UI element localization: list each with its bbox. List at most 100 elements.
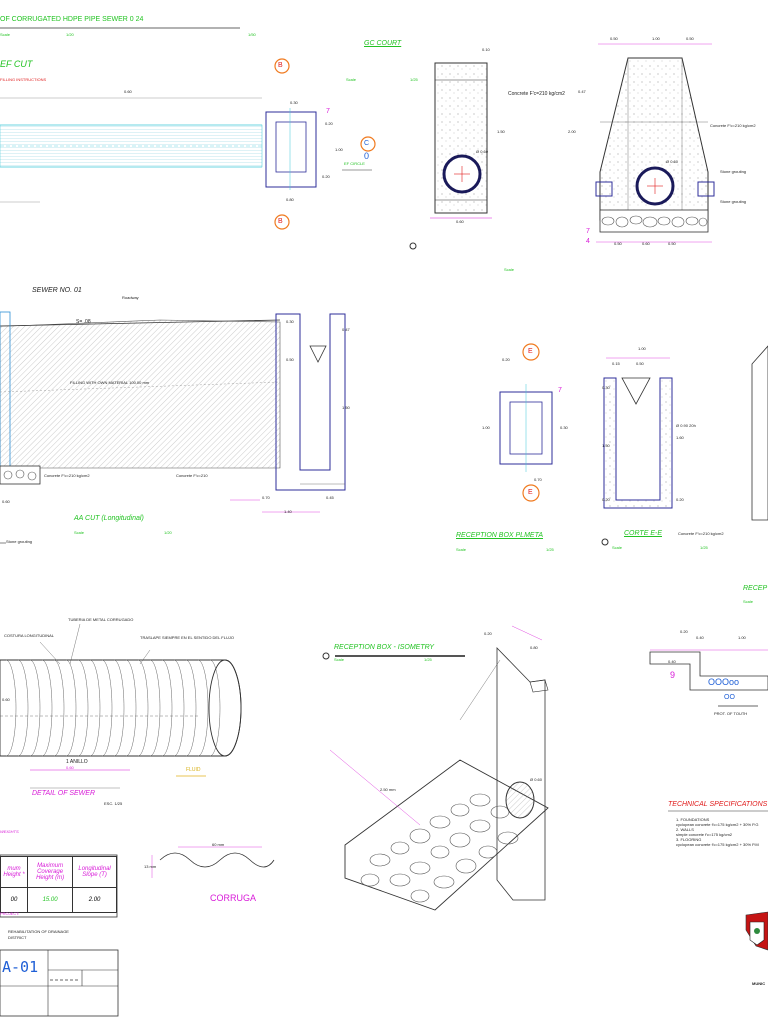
dim-ef-4: 0.20 xyxy=(322,174,330,179)
scale-value-1: 1/20 xyxy=(66,32,74,37)
aa-concrete-label-2: Concrete F'c=210 xyxy=(176,473,208,478)
spec-value-3: 2.00 xyxy=(72,887,117,913)
tuberia-label: TUBERIA DE METAL CORRUGADO xyxy=(68,617,134,622)
trap-dim-1: 0.50 xyxy=(610,36,618,41)
corruga-wave xyxy=(151,846,275,878)
sec9-dim-2: 0.40 xyxy=(696,635,704,640)
sheet-code: A-01 xyxy=(2,958,39,976)
ee-dim-6: 0.20 xyxy=(602,497,610,502)
anillo-label: 1 ANILLO xyxy=(66,759,88,765)
scale-label-6: Scale xyxy=(612,545,623,550)
tech-spec-4: simple concrete f'c=175 kg/cm2 xyxy=(676,832,733,837)
trap-stone-1: Stone grouting xyxy=(720,169,747,174)
aa-cut-drawing xyxy=(0,311,346,544)
ef-circle-label: EF CIRCLE xyxy=(344,161,365,166)
costura-label: COSTURA LONGITUDINAL xyxy=(4,633,55,638)
ee-dim-top: 1.00 xyxy=(638,346,646,351)
dim-ef-5: 0.80 xyxy=(286,197,294,202)
scale-value-5: 1/25 xyxy=(546,547,554,552)
trap-dim-6: 0.50 xyxy=(614,241,622,246)
gc-court-title: GC COURT xyxy=(364,40,402,47)
filling-material-label: FILLING WITH OWN MATERIAL 100.00 mm xyxy=(70,380,150,385)
title-block-frame xyxy=(0,949,119,1017)
ee-concrete-label: Concrete F'c=210 kg/cm2 xyxy=(678,531,724,536)
main-title: OF CORRUGATED HDPE PIPE SEWER 0 24 xyxy=(0,16,144,23)
tech-spec-3: 2. WALLS xyxy=(676,827,694,832)
project-line2: DISTRICT xyxy=(8,935,27,940)
aa-cut-title: AA CUT (Longitudinal) xyxy=(74,515,144,522)
reception-box-plumeta-drawing xyxy=(499,343,553,502)
aa-dim-1: 0.60 xyxy=(2,499,10,504)
reception-box-plumeta-title: RECEPTION BOX PLMETA xyxy=(456,532,543,539)
spec-header-2: Maximum Coverage Height (m) xyxy=(27,856,74,888)
tech-spec-5: 3. FLOORING xyxy=(676,837,702,842)
sec9-dim-4: 0.40 xyxy=(668,659,676,664)
spec-header-3: Longitudinal Slope (T) xyxy=(72,856,117,888)
oo-label: OO xyxy=(724,694,735,701)
dim-ef-top: 0.60 xyxy=(124,89,132,94)
section-9-drawing xyxy=(649,649,768,707)
aa-stone-label: Stone grouting xyxy=(6,539,33,544)
roadway-label: Roadway xyxy=(122,295,139,300)
scale-label-7: Scale xyxy=(743,599,754,604)
scale-label-5: Scale xyxy=(456,547,467,552)
project-line1: REHABILITATION OF DRAINAGE xyxy=(8,929,69,934)
plm-dim-3: 0.20 xyxy=(502,357,510,362)
scale-value-8: 1/25 xyxy=(424,657,432,662)
tech-spec-2: cyclopean concrete f'c=175 kg/cm2 + 30% … xyxy=(676,822,759,827)
aa-dim-5: 0.47 xyxy=(342,327,350,332)
ee-dim-1: 0.15 xyxy=(612,361,620,366)
weights-label: WEIGHTS xyxy=(0,829,19,834)
spec-value-2: 15.00 xyxy=(27,887,74,913)
plm-dim-4: 0.70 xyxy=(534,477,542,482)
isometry-title: RECEPTION BOX - ISOMETRY xyxy=(334,644,435,651)
dim-ef-1: 0.30 xyxy=(290,100,298,105)
aa-concrete-label: Concrete F'c=210 kg/cm2 xyxy=(44,473,90,478)
anillo-dim: 0.60 xyxy=(66,765,74,770)
detail-of-sewer-title: DETAIL OF SEWER xyxy=(32,790,96,797)
trap-dim-2: 1.00 xyxy=(652,36,660,41)
prot-label: PROT. OF TOUTH xyxy=(714,711,748,716)
traslape-label: TRASLAPE SIEMPRE EN EL SENTIDO DEL FLUJO xyxy=(140,635,234,640)
gc-dia: Ø 0.60 xyxy=(476,149,489,154)
iso-dim-2: 0.80 xyxy=(530,645,538,650)
iso-dim-1: 0.20 xyxy=(484,631,492,636)
marker-0: 0 xyxy=(364,151,370,161)
aa-dim-3: 1.40 xyxy=(284,509,292,514)
sewer-no-title: SEWER NO. 01 xyxy=(32,287,82,294)
trap-dia: Ø 0.60 xyxy=(666,159,679,164)
aa-dim-7: 0.30 xyxy=(286,319,294,324)
isometry-drawing xyxy=(322,625,549,911)
ee-phi: Ø 0.90 20h xyxy=(676,423,696,428)
scale-value-2: 1/50 xyxy=(248,32,256,37)
scale-label-8: Scale xyxy=(334,657,345,662)
filling-instructions: FILLING INSTRUCTIONS xyxy=(0,77,47,82)
spec-header-1: mum Height * xyxy=(0,856,29,888)
gc-court-drawing xyxy=(409,62,492,250)
trap-dim-3: 0.50 xyxy=(686,36,694,41)
detail-of-sewer-drawing xyxy=(0,623,242,789)
pipe-dim: 0.60 xyxy=(2,697,10,702)
ooo-label: OOOoo xyxy=(708,677,740,687)
logo-text: MUNIC xyxy=(752,981,766,986)
gc-dim-w: 0.60 xyxy=(456,219,464,224)
scale-label-3: Scale xyxy=(504,267,515,272)
gc-dim-top: 0.10 xyxy=(482,47,490,52)
trap-dim-8: 0.50 xyxy=(668,241,676,246)
ee-dim-4: 1.50 xyxy=(602,443,610,448)
scale-label-4: Scale xyxy=(74,530,85,535)
municipality-seal xyxy=(745,911,768,951)
marker-7b: 7 xyxy=(586,228,590,235)
scale-label-2: Scale xyxy=(346,77,357,82)
corte-ee-title: CORTE E-E xyxy=(624,530,662,537)
ee-dim-7: 0.20 xyxy=(676,497,684,502)
trap-concrete-label: Concrete F'c=210 kg/cm2 xyxy=(710,123,756,128)
scale-value-3: 1/25 xyxy=(410,77,418,82)
project-label: PROJECT: xyxy=(0,911,20,916)
sec9-dim-3: 1.00 xyxy=(738,635,746,640)
spec-value-1: 00 xyxy=(0,887,29,913)
marker-4: 4 xyxy=(586,238,590,245)
fluid-label: FLUID xyxy=(186,767,201,773)
spec-table: mum Height * Maximum Coverage Height (m)… xyxy=(0,856,117,913)
